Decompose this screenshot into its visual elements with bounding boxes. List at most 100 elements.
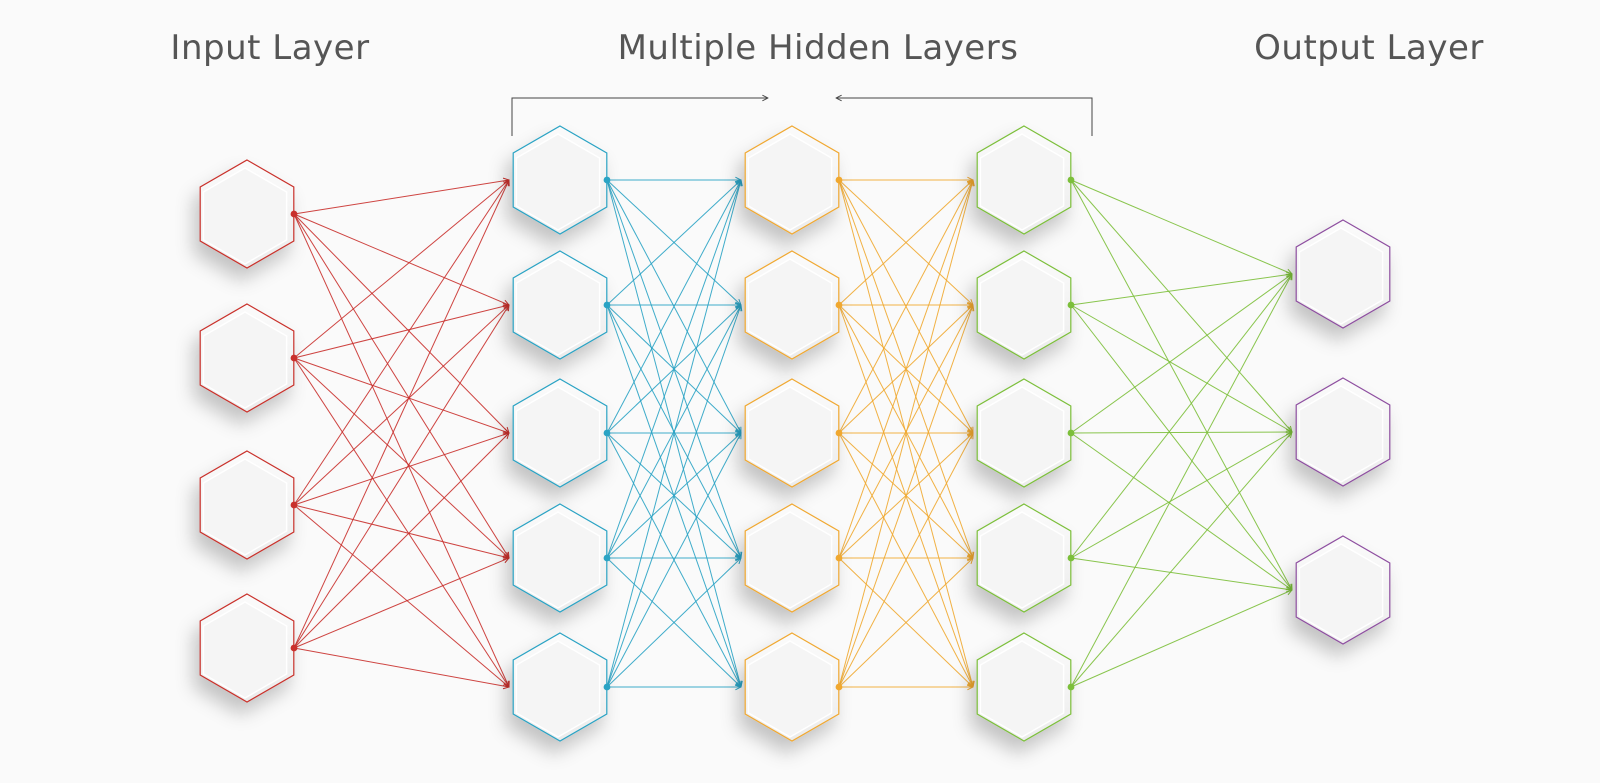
connection-line bbox=[838, 305, 973, 559]
connection-line bbox=[293, 213, 509, 433]
connection-line bbox=[293, 504, 509, 687]
connection-line bbox=[293, 180, 509, 359]
connection-line bbox=[1070, 274, 1292, 306]
connection-line bbox=[293, 213, 509, 305]
hidden-1-neuron bbox=[512, 378, 608, 488]
connection-line bbox=[1070, 432, 1292, 688]
connections bbox=[293, 179, 1292, 688]
connection-line bbox=[1070, 590, 1292, 688]
connection-line bbox=[838, 180, 973, 434]
connection-line bbox=[1070, 432, 1292, 433]
connection-origin-dot bbox=[1067, 554, 1075, 562]
connection-dots bbox=[290, 176, 1075, 691]
hidden-1-neuron bbox=[512, 503, 608, 613]
output-neuron bbox=[1295, 377, 1391, 487]
input-layer-title: Input Layer bbox=[170, 28, 370, 68]
connection-line bbox=[606, 180, 741, 306]
connection-line bbox=[838, 180, 973, 688]
connection-line bbox=[293, 357, 509, 687]
output-layer-title: Output Layer bbox=[1254, 28, 1484, 68]
connection-origin-dot bbox=[603, 683, 611, 691]
connection-line bbox=[1070, 557, 1292, 590]
connection-origin-dot bbox=[1067, 683, 1075, 691]
bracket-left-arm bbox=[511, 98, 768, 136]
input-neuron bbox=[199, 159, 295, 269]
connection-line bbox=[293, 305, 509, 506]
connection-line bbox=[838, 558, 973, 688]
connection-line bbox=[293, 213, 509, 558]
connection-line bbox=[838, 305, 973, 688]
hidden-1-neuron bbox=[512, 250, 608, 360]
bracket-right-arm bbox=[836, 98, 1093, 136]
connection-line bbox=[1070, 179, 1292, 432]
connection-line bbox=[293, 357, 509, 433]
connection-line bbox=[1070, 179, 1292, 590]
input-neuron bbox=[199, 593, 295, 703]
connection-line bbox=[293, 180, 509, 215]
connection-line bbox=[293, 180, 509, 506]
connection-line bbox=[1070, 274, 1292, 559]
hidden-3-neuron bbox=[976, 503, 1072, 613]
connection-line bbox=[606, 180, 741, 688]
connection-line bbox=[293, 647, 509, 687]
connection-origin-dot bbox=[603, 301, 611, 309]
connection-origin-dot bbox=[1067, 176, 1075, 184]
hidden-1-neuron bbox=[512, 125, 608, 235]
connection-line bbox=[293, 305, 509, 649]
connection-line bbox=[838, 180, 973, 306]
hidden-3-neuron bbox=[976, 378, 1072, 488]
connection-origin-dot bbox=[835, 554, 843, 562]
connection-origin-dot bbox=[290, 644, 298, 652]
connection-line bbox=[293, 433, 509, 506]
connection-line bbox=[293, 433, 509, 649]
connection-origin-dot bbox=[835, 683, 843, 691]
hidden-3-neuron bbox=[976, 632, 1072, 742]
connection-origin-dot bbox=[1067, 301, 1075, 309]
hidden-3-neuron bbox=[976, 125, 1072, 235]
connection-line bbox=[1070, 274, 1292, 688]
output-neuron bbox=[1295, 219, 1391, 329]
connection-line bbox=[293, 213, 509, 687]
connection-origin-dot bbox=[603, 176, 611, 184]
connection-origin-dot bbox=[603, 554, 611, 562]
connection-line bbox=[293, 357, 509, 558]
connection-line bbox=[606, 305, 741, 559]
connection-line bbox=[838, 433, 973, 688]
input-neuron bbox=[199, 450, 295, 560]
hidden-2-neuron bbox=[744, 503, 840, 613]
connection-line bbox=[293, 305, 509, 359]
hidden-2-neuron bbox=[744, 250, 840, 360]
connection-line bbox=[1070, 432, 1292, 559]
hidden-2-neuron bbox=[744, 125, 840, 235]
connection-line bbox=[606, 433, 741, 688]
input-neuron bbox=[199, 303, 295, 413]
connection-origin-dot bbox=[290, 354, 298, 362]
hidden-layers-title: Multiple Hidden Layers bbox=[617, 28, 1019, 68]
connection-origin-dot bbox=[290, 210, 298, 218]
output-neuron bbox=[1295, 535, 1391, 645]
connection-line bbox=[293, 558, 509, 649]
connection-origin-dot bbox=[603, 429, 611, 437]
connection-line bbox=[606, 180, 741, 434]
connection-origin-dot bbox=[835, 176, 843, 184]
hidden-1-neuron bbox=[512, 632, 608, 742]
hidden-3-neuron bbox=[976, 250, 1072, 360]
neurons bbox=[199, 125, 1391, 742]
connection-line bbox=[1070, 304, 1292, 590]
connection-line bbox=[293, 180, 509, 649]
hidden-2-neuron bbox=[744, 378, 840, 488]
connection-origin-dot bbox=[290, 501, 298, 509]
hidden-2-neuron bbox=[744, 632, 840, 742]
connection-origin-dot bbox=[835, 301, 843, 309]
hidden-layers-bracket bbox=[511, 98, 1093, 136]
connection-line bbox=[606, 558, 741, 688]
connection-origin-dot bbox=[1067, 429, 1075, 437]
connection-line bbox=[606, 180, 741, 559]
connection-origin-dot bbox=[835, 429, 843, 437]
connection-line bbox=[293, 504, 509, 558]
connection-line bbox=[606, 305, 741, 688]
connection-line bbox=[1070, 304, 1292, 432]
connection-line bbox=[838, 180, 973, 559]
